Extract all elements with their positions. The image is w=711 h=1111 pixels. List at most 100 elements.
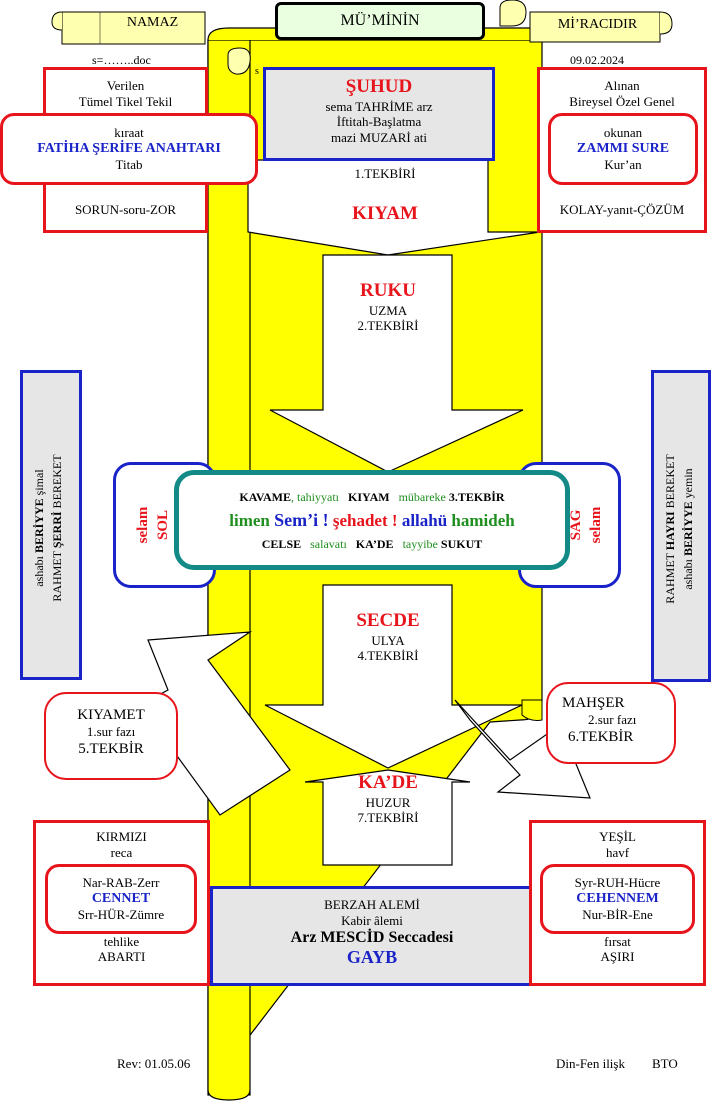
right-diagonal-arrow (454, 699, 591, 799)
secde-sub: ULYA (371, 632, 405, 648)
left-vertical-box: ashabı BERİYYE şimal RAHMET ŞERRİ BEREKE… (20, 370, 82, 680)
kade-arrow (304, 769, 471, 866)
ruku-sub: UZMA (368, 302, 408, 318)
mubareke: mübareke (398, 490, 446, 504)
nar-rab: Nar-RAB-Zerr (82, 875, 160, 890)
kade-sub: HUZUR (365, 794, 411, 810)
semi: Sem’i ! (274, 510, 329, 530)
secde-arrow (264, 584, 523, 769)
hamideh: hamideh (451, 511, 515, 530)
tekbir-3: 3.TEKBİR (448, 490, 505, 504)
rv-bereket: BEREKET (663, 454, 677, 512)
mahsher-sur: 2.sur fazı (588, 712, 637, 727)
lv-beriyye: BERİYYE (32, 498, 46, 554)
kavame: KAVAME (239, 490, 291, 504)
ruku-arrow (269, 254, 524, 473)
asiri: AŞIRI (600, 949, 635, 965)
fatiha-title: FATİHA ŞERİFE ANAHTARI (37, 140, 221, 156)
sehadet: şehadet ! (332, 511, 398, 530)
kiyam-tekbir: 1.TEKBİRİ (354, 166, 416, 181)
shuhud-box: ŞUHUD sema TAHRİME arz İftitah-Başlatma … (263, 67, 495, 161)
secde-title: SECDE (356, 610, 420, 631)
shuhud-line2: İftitah-Başlatma (336, 114, 422, 130)
left-top-line2: Tümel Tikel Tekil (78, 93, 173, 109)
havf: havf (605, 844, 630, 860)
center-row2: limen Sem’i ! şehadet ! allahü hamideh (179, 507, 565, 534)
kade-tekbir: 7.TEKBİRİ (357, 810, 419, 826)
allahu: allahü (401, 511, 448, 530)
right-top-line1: Alınan (604, 78, 640, 93)
abarti: ABARTI (97, 949, 146, 965)
right-top-line2: Bireysel Özel Genel (569, 93, 675, 109)
zammi-line1: okunan (603, 125, 643, 140)
yesil: YEŞİL (599, 829, 636, 844)
center-box: KAVAME, tahiyyatı KIYAM mübareke 3.TEKBİ… (174, 470, 570, 570)
ruku-block: RUKU UZMA 2.TEKBİRİ (323, 280, 453, 334)
kiyamet-title: KIYAMET (77, 707, 145, 723)
kade-title: KA’DE (358, 772, 418, 793)
left-vertical-text: ashabı BERİYYE şimal RAHMET ŞERRİ BEREKE… (30, 378, 66, 678)
kade-block: KA’DE HUZUR 7.TEKBİRİ (323, 772, 453, 826)
shuhud-line1: sema TAHRİME arz (325, 98, 433, 114)
zammi-sure-box: okunan ZAMMI SURE Kur’an (548, 113, 698, 185)
fatiha-line3: Titab (115, 157, 143, 173)
right-vertical-text: RAHMET HAYRI BEREKET ashabı BERİYYE yemi… (661, 379, 697, 679)
selam-left-word: selam (135, 506, 151, 544)
secde-tekbir: 4.TEKBİRİ (357, 648, 419, 664)
rv-rahmet: RAHMET (663, 550, 677, 604)
fatiha-box: kıraat FATİHA ŞERİFE ANAHTARI Titab (0, 113, 258, 185)
date-label: 09.02.2024 (570, 53, 624, 67)
shuhud-line3: mazi MUZARİ ati (330, 129, 428, 145)
rv-a: ashabı (681, 556, 695, 590)
rv-yemin: yemin (681, 468, 695, 502)
kiyamet-box: KIYAMET 1.sur fazı 5.TEKBİR (44, 692, 178, 780)
secde-block: SECDE ULYA 4.TEKBİRİ (323, 610, 453, 664)
file-label: s=……..doc (92, 53, 151, 67)
miracidir-scroll (529, 11, 673, 43)
lv-serri: ŞERRİ (50, 511, 64, 549)
nur-bir: Nur-BİR-Ene (582, 907, 653, 923)
shuhud-title: ŞUHUD (345, 76, 413, 97)
fatiha-line1: kıraat (114, 125, 144, 140)
salavati: salavatı (310, 537, 347, 551)
berzah-box: BERZAH ALEMİ Kabir âlemi Arz MESCİD Secc… (210, 886, 534, 986)
muminin-title: MÜ’MİNİN (275, 2, 485, 40)
center-row1: KAVAME, tahiyyatı KIYAM mübareke 3.TEKBİ… (179, 487, 565, 507)
left-top-bottom: SORUN-soru-ZOR (74, 202, 177, 217)
left-top-line1: Verilen (106, 78, 145, 93)
right-vertical-box: RAHMET HAYRI BEREKET ashabı BERİYYE yemi… (651, 370, 711, 682)
limen: limen (229, 511, 270, 530)
celse: CELSE (261, 537, 302, 551)
ruku-title: RUKU (360, 280, 416, 301)
miracidir-title: Mİ’RACIDIR (557, 17, 638, 32)
mahsher-title: MAHŞER (562, 695, 625, 711)
firsat: fırsat (604, 933, 631, 949)
selam-left-text: selam SOL (133, 480, 173, 570)
ruku-tekbir: 2.TEKBİRİ (357, 318, 419, 334)
kiyamet-tekbir: 5.TEKBİR (78, 740, 144, 757)
footer-din-fen: Din-Fen ilişk (556, 1056, 625, 1071)
berzah-title: BERZAH ALEMİ (324, 897, 420, 912)
mahsher-box: MAHŞER 2.sur fazı 6.TEKBİR (546, 682, 676, 764)
zammi-line3: Kur’an (604, 157, 642, 173)
namaz-scroll (51, 11, 206, 45)
kiyam-title: KIYAM (352, 203, 418, 224)
selam-right-text: SAĞ selam (566, 480, 606, 570)
kiyamet-sur: 1.sur fazı (86, 724, 136, 739)
center-kiyam: KIYAM (348, 490, 390, 504)
gayb: GAYB (346, 947, 398, 968)
left-bottom-text: tehlike ABARTI (38, 934, 205, 965)
cennet: CENNET (91, 890, 151, 906)
lv-simal: şimal (32, 469, 46, 499)
selam-left-dir: SOL (155, 510, 171, 541)
syr-ruh: Syr-RUH-Hücre (574, 875, 661, 890)
footer-bto: BTO (652, 1056, 678, 1071)
rv-beriyye: BERİYYE (681, 501, 695, 557)
sukut: SUKUT (440, 537, 483, 551)
namaz-title: NAMAZ (126, 15, 179, 30)
footer-rev: Rev: 01.05.06 (117, 1056, 191, 1071)
kabir-alemi: Kabir âlemi (341, 912, 403, 928)
mahsher-tekbir: 6.TEKBİR (568, 728, 634, 745)
cehennem: CEHENNEM (576, 890, 659, 906)
right-top-bottom: KOLAY-yanıt-ÇÖZÜM (559, 202, 685, 217)
